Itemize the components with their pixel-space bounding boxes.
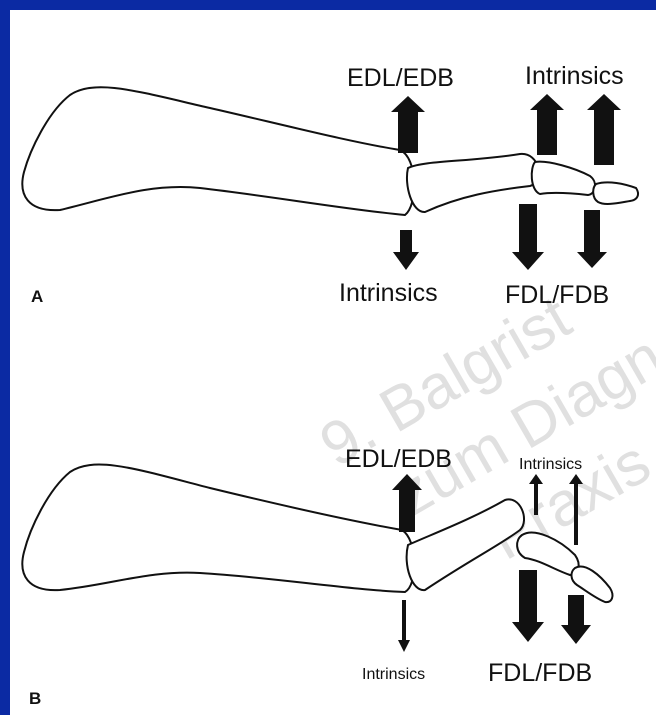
panel-letter-b: B <box>29 689 41 708</box>
label-intrinsics-bottom-b: Intrinsics <box>362 666 425 683</box>
panel-a: EDL/EDB Intrinsics Intrinsics FDL/FDB A <box>22 62 638 309</box>
metatarsal-bone-a <box>22 87 414 215</box>
intrinsics-down-arrow-a <box>393 230 419 270</box>
edl-edb-arrow-a <box>391 96 425 153</box>
fdl-fdb-down-arrow-a-2 <box>577 210 607 268</box>
label-edl-edb-a: EDL/EDB <box>347 64 454 92</box>
label-fdl-fdb-b: FDL/FDB <box>488 659 592 687</box>
metatarsal-bone-b <box>22 465 414 592</box>
label-intrinsics-top-b: Intrinsics <box>519 456 582 473</box>
proximal-phalanx-a <box>407 154 539 212</box>
fdl-fdb-down-arrow-b-2 <box>561 595 591 644</box>
middle-phalanx-a <box>532 162 595 195</box>
intrinsics-up-arrow-a-2 <box>587 94 621 165</box>
label-fdl-fdb-a: FDL/FDB <box>505 281 609 309</box>
intrinsics-up-arrow-a-1 <box>530 94 564 155</box>
label-edl-edb-b: EDL/EDB <box>345 445 452 473</box>
label-intrinsics-bottom-a: Intrinsics <box>339 279 438 307</box>
distal-phalanx-a <box>593 182 638 204</box>
intrinsics-down-arrow-b <box>398 600 410 652</box>
fdl-fdb-down-arrow-a-1 <box>512 204 544 270</box>
label-intrinsics-top-a: Intrinsics <box>525 62 624 90</box>
fdl-fdb-down-arrow-b-1 <box>512 570 544 642</box>
panel-letter-a: A <box>31 287 43 306</box>
panel-b: EDL/EDB Intrinsics Intrinsics FDL/FDB B <box>22 445 612 708</box>
